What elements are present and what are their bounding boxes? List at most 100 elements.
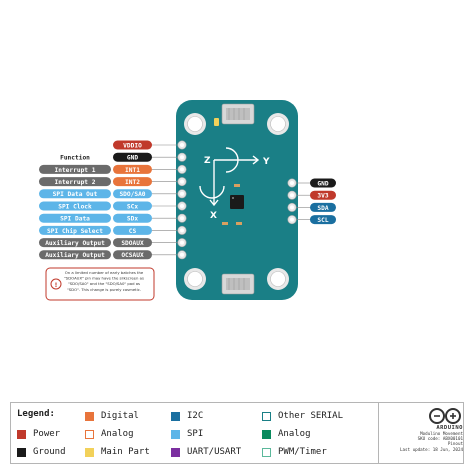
function-label: Interrupt 1: [55, 167, 96, 174]
pin-label: GND: [317, 180, 328, 187]
power-swatch: [17, 429, 26, 439]
function-heading: Function: [60, 154, 90, 162]
header-pad-hole: [180, 191, 184, 196]
pin-label: SCL: [317, 217, 328, 224]
legend-label: Other SERIAL: [278, 411, 344, 421]
pin-label-pill: [113, 250, 152, 260]
function-label: SPI Data Out: [53, 191, 98, 198]
analog-swatch: [85, 429, 94, 439]
function-label-pill: [39, 189, 111, 199]
note-line: "SDO/SA0" and the "SDO/SA0" pad as: [68, 281, 140, 286]
pin-label-pill: [113, 201, 152, 211]
header-pad-hole: [180, 204, 184, 208]
note-text: On a limited number of early batches the…: [64, 270, 144, 292]
spi-swatch: [171, 429, 180, 439]
brand-block: ARDUINO Modulino Movement SKU code: ABX0…: [381, 407, 463, 452]
function-label: SPI Chip Select: [47, 227, 103, 235]
legend-item-uart: UART/USART: [171, 447, 241, 457]
pin-label: SDA: [317, 205, 328, 212]
note-line: "SDO". This change is purely cosmetic.: [67, 287, 141, 292]
pin-label-pill: [113, 225, 152, 235]
header-pad-hole: [180, 228, 184, 233]
legend-label: Power: [33, 429, 61, 439]
doc-type: Pinout: [447, 441, 463, 447]
pin-label: SDOAUX: [121, 240, 144, 247]
note-box: ! On a limited number of early batches t…: [45, 267, 155, 301]
pin-label: INT1: [125, 167, 140, 174]
legend-label: SPI: [187, 429, 204, 439]
pin-label: SDx: [127, 216, 138, 223]
legend-label: UART/USART: [187, 447, 242, 457]
digital-swatch: [85, 411, 94, 421]
pin-label: OCSAUX: [121, 252, 144, 259]
pin-label-pill: [310, 215, 336, 225]
connector-top: [221, 103, 255, 125]
last-update: Last update: 18 Jun, 2024: [399, 446, 463, 452]
info-icon: [50, 278, 62, 290]
pin-label: SDO/SA0: [119, 191, 145, 198]
legend-item-i2c: I2C: [171, 411, 203, 421]
header-pad-hole: [180, 179, 184, 184]
i2c-swatch: [171, 411, 180, 421]
header-pad-hole: [180, 216, 184, 221]
product-name: Modulino Movement: [420, 431, 463, 436]
legend-label: Main Part: [101, 447, 150, 457]
axis-label-z: Z: [204, 156, 211, 166]
legend-item-spi: SPI: [171, 429, 203, 439]
pin-label-pill: [113, 238, 152, 248]
function-label-pill: [39, 238, 111, 248]
function-label: Auxiliary Output: [45, 251, 105, 259]
pin-label-pill: [113, 189, 152, 199]
pin-label-pill: [113, 140, 152, 150]
axis-label-y: Y: [262, 157, 270, 167]
pin-label: VDDIO: [123, 142, 142, 149]
legend: Legend: Power Ground Digital Analog Main…: [10, 402, 464, 464]
function-label: SPI Data: [60, 216, 90, 223]
function-label: SPI Clock: [58, 203, 92, 210]
analog-teal-swatch: [262, 429, 271, 439]
legend-item-analog-teal: Analog: [262, 429, 311, 439]
imu-chip: [230, 195, 244, 209]
pin-label-pill: [310, 190, 336, 200]
pin-label-pill: [113, 152, 152, 162]
legend-label: I2C: [187, 411, 204, 421]
header-pad-hole: [180, 143, 184, 147]
axis-orientation-icon: [199, 147, 260, 207]
function-label-pill: [39, 213, 111, 223]
header-pad-hole: [290, 181, 294, 185]
pwm-swatch: [262, 447, 271, 457]
pin-label-pill: [113, 213, 152, 223]
header-pad-hole: [180, 252, 184, 257]
legend-item-analog: Analog: [85, 429, 134, 439]
pin-label-pill: [113, 164, 152, 174]
uart-swatch: [171, 447, 180, 457]
legend-item-ground: Ground: [17, 447, 66, 457]
pin-label-pill: [310, 202, 336, 212]
ground-swatch: [17, 447, 26, 457]
legend-item-main-part: Main Part: [85, 447, 150, 457]
pin-label-pill: [113, 177, 152, 187]
svg-text:!: !: [55, 282, 58, 289]
function-label-pill: [39, 177, 111, 187]
pin-label: 3V3: [317, 193, 328, 200]
function-label-pill: [39, 250, 111, 260]
function-label: Interrupt 2: [55, 179, 96, 186]
note-line: On a limited number of early batches the: [65, 270, 144, 275]
legend-label: Analog: [101, 429, 134, 439]
mounting-holes: [184, 113, 289, 290]
led: [214, 118, 219, 126]
legend-divider: [378, 403, 379, 463]
legend-title: Legend:: [17, 409, 55, 419]
legend-label: PWM/Timer: [278, 447, 327, 457]
header-pad-hole: [290, 193, 294, 198]
legend-item-power: Power: [17, 429, 60, 439]
legend-label: Analog: [278, 429, 311, 439]
legend-item-digital: Digital: [85, 411, 139, 421]
header-pad-hole: [180, 167, 184, 172]
header-pad-hole: [290, 217, 294, 222]
pin-label: CS: [129, 228, 137, 235]
function-label: Auxiliary Output: [45, 239, 105, 247]
